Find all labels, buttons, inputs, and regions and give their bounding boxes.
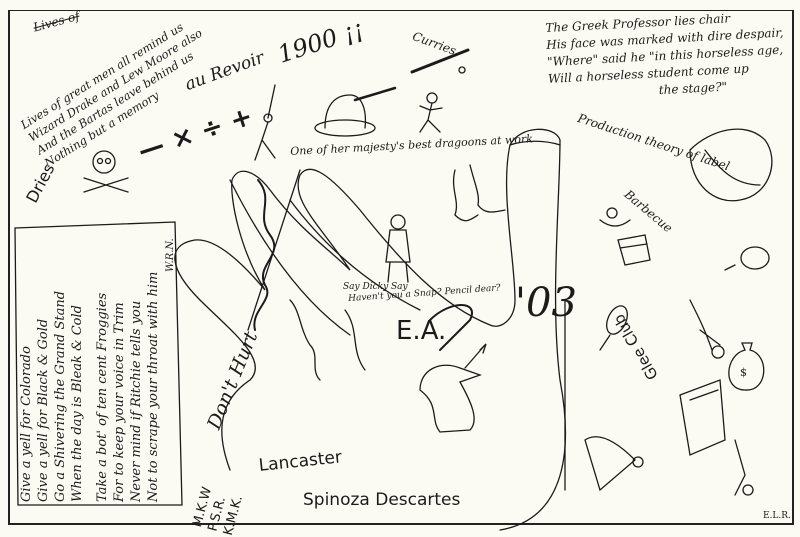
poem-spacer — [86, 222, 94, 502]
stick-figure — [419, 92, 443, 133]
poem-line: Go a Shivering the Grand Stand — [53, 290, 68, 502]
finger-line — [289, 199, 421, 311]
page-border — [8, 10, 794, 525]
standing-figure — [734, 439, 754, 496]
finger-line — [229, 179, 351, 336]
basket-icon — [617, 234, 651, 266]
left-box-border — [14, 221, 183, 506]
svg-text:$: $ — [740, 366, 747, 379]
poem-line: Give a yell for Colorado — [19, 346, 34, 502]
bird-creature — [419, 304, 487, 433]
magnifier-icon — [599, 305, 628, 351]
sword — [247, 169, 301, 331]
lemon-icon — [724, 246, 770, 271]
top-hat-icon — [689, 128, 773, 202]
yell-poem: Give a yell for Colorado Give a yell for… — [18, 222, 179, 508]
hand-outline — [174, 128, 566, 531]
artist-signature: E.L.R. — [763, 511, 791, 521]
poem-line: Never mind if Ritchie tells you — [129, 300, 144, 502]
snake-on-finger — [253, 179, 276, 331]
skull-icon — [83, 150, 129, 193]
poem-signature: W.R.N. — [165, 238, 176, 272]
class-year: '03 — [515, 280, 577, 326]
woman-face — [289, 299, 366, 381]
yell-poem-box: Give a yell for Colorado Give a yell for… — [18, 228, 178, 508]
philosophers-text: Spinoza Descartes — [303, 490, 461, 510]
greek-professor-poem: The Greek Professor lies chair His face … — [545, 8, 787, 105]
hat-icon — [314, 86, 397, 137]
initials-ea: E.A. — [396, 316, 447, 346]
poem-line: When the day is Bleak & Cold — [70, 305, 85, 502]
dicky-caption-1: Say Dicky Say — [343, 282, 408, 292]
dancer-figure — [689, 299, 725, 359]
thumb-nail — [509, 140, 561, 146]
piano-sketch — [679, 379, 726, 456]
poem-line: Not to scrape your throat with him — [146, 271, 161, 502]
singer-figure — [584, 436, 644, 492]
poem-line: For to keep your voice in Trim — [112, 302, 127, 502]
stick-figure-arrow — [254, 84, 276, 161]
boy-figure — [385, 214, 411, 283]
face-profile — [452, 164, 506, 222]
poem-line: Give a yell for Black & Gold — [36, 318, 51, 502]
poem-line: Take a bot' of ten cent Froggies — [95, 292, 110, 502]
baseball-bat-icon — [410, 48, 470, 74]
money-bag-icon: $ — [728, 342, 765, 391]
small-creature-icon — [599, 207, 631, 227]
